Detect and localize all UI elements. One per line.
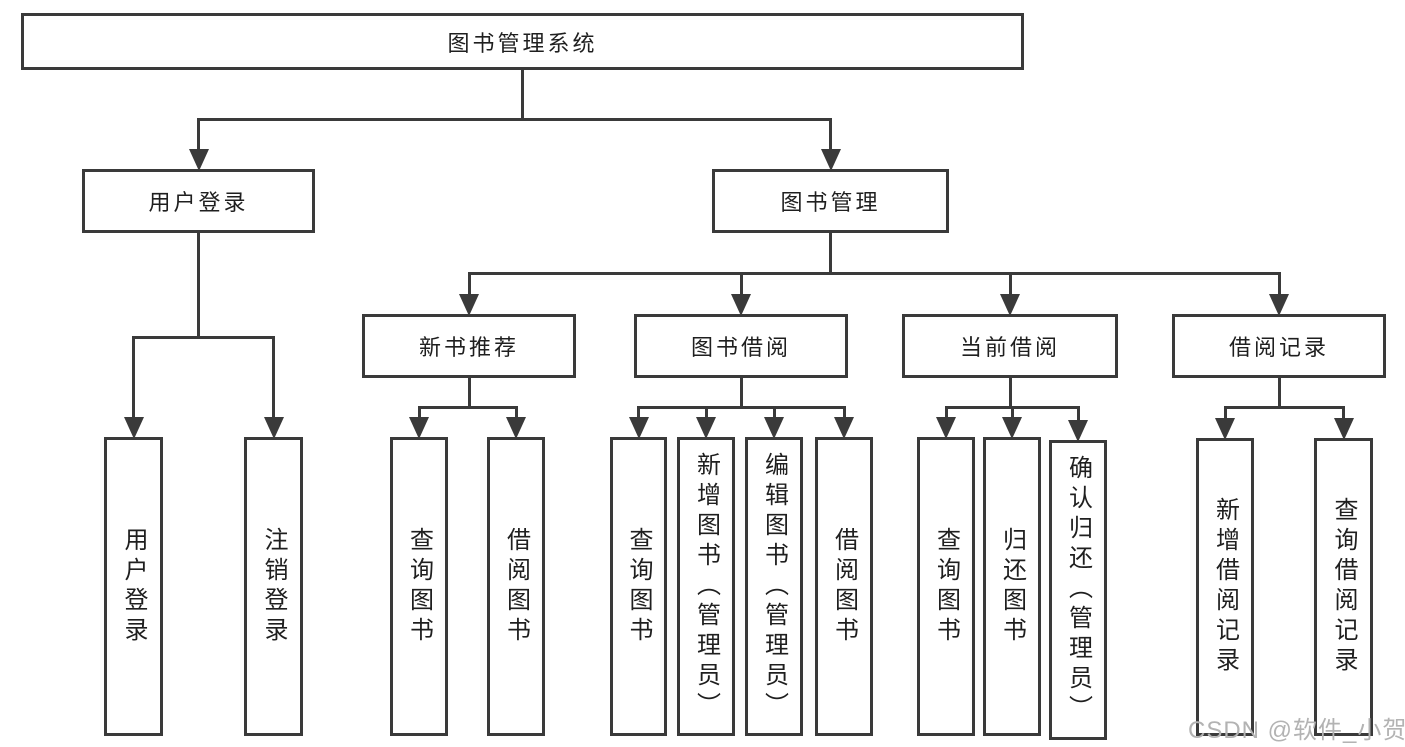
arrow-down-icon (936, 417, 956, 439)
connector-line (1223, 407, 1227, 420)
node-edit-book-admin: 编辑图书（管理员） (745, 437, 803, 736)
connector-line (739, 378, 743, 409)
node-label-user-login: 用户登录 (148, 190, 249, 215)
node-login-leaf: 用户登录 (104, 437, 163, 736)
connector-line (1010, 407, 1014, 419)
watermark: CSDN @软件_小贺同学 (1188, 717, 1405, 744)
connector-line (467, 378, 471, 409)
connector-line (944, 407, 948, 419)
arrow-down-icon (628, 417, 649, 439)
connector-line (1342, 407, 1345, 420)
node-label-query-book-current: 查询图书 (932, 526, 960, 647)
arrow-down-icon (188, 149, 209, 171)
connector-line (842, 407, 846, 419)
arrow-down-icon (1269, 294, 1289, 316)
arrow-down-icon (1068, 420, 1088, 442)
connector-line (637, 407, 640, 419)
node-return-book: 归还图书 (983, 437, 1041, 736)
connector-line (637, 405, 846, 409)
connector-line (1277, 378, 1281, 409)
node-root: 图书管理系统 (21, 13, 1024, 70)
arrow-down-icon (1000, 294, 1020, 316)
node-borrow-records: 借阅记录 (1172, 314, 1386, 378)
node-label-borrow-records: 借阅记录 (1228, 335, 1329, 360)
node-label-confirm-return-admin: 确认归还（管理员） (1064, 455, 1092, 725)
node-label-book-management: 图书管理 (780, 190, 881, 215)
node-label-edit-book-admin: 编辑图书（管理员） (760, 451, 788, 722)
node-book-management: 图书管理 (712, 169, 949, 233)
connector-line (521, 70, 524, 121)
node-label-query-borrow-record: 查询借阅记录 (1330, 497, 1357, 677)
connector-line (417, 405, 518, 409)
connector-line (514, 407, 518, 419)
node-label-return-book: 归还图书 (998, 526, 1026, 647)
arrow-down-icon (834, 417, 854, 439)
arrow-down-icon (764, 417, 784, 439)
node-query-book-borrow: 查询图书 (610, 437, 667, 736)
node-query-borrow-record: 查询借阅记录 (1314, 438, 1373, 736)
arrow-down-icon (409, 417, 429, 439)
connector-line (829, 119, 832, 151)
connector-line (272, 337, 275, 419)
node-label-login-leaf: 用户登录 (120, 526, 147, 647)
node-label-current-borrow: 当前借阅 (959, 335, 1060, 360)
node-logout-leaf: 注销登录 (244, 437, 303, 736)
connector-line (197, 117, 832, 121)
arrow-down-icon (123, 417, 144, 439)
node-borrow-book-leaf: 借阅图书 (815, 437, 873, 736)
arrow-down-icon (1002, 417, 1022, 439)
connector-line (197, 233, 200, 339)
arrow-down-icon (459, 294, 479, 316)
node-borrow-book-recommend: 借阅图书 (487, 437, 545, 736)
connector-line (772, 407, 776, 419)
arrow-down-icon (731, 294, 751, 316)
arrow-down-icon (696, 417, 716, 439)
node-label-query-book-recommend: 查询图书 (405, 526, 433, 647)
connector-line (132, 335, 275, 339)
connector-line (197, 119, 200, 151)
connector-line (417, 407, 421, 419)
arrow-down-icon (1215, 418, 1235, 440)
node-label-add-borrow-record: 新增借阅记录 (1211, 497, 1239, 677)
node-label-logout-leaf: 注销登录 (260, 526, 287, 647)
node-add-borrow-record: 新增借阅记录 (1196, 438, 1254, 736)
node-label-borrow-book-leaf: 借阅图书 (830, 526, 858, 647)
node-current-borrow: 当前借阅 (902, 314, 1118, 378)
connector-line (1076, 407, 1080, 422)
node-query-book-recommend: 查询图书 (390, 437, 448, 736)
node-label-query-book-borrow: 查询图书 (625, 526, 652, 647)
node-query-book-current: 查询图书 (917, 437, 975, 736)
connector-line (1223, 405, 1345, 409)
connector-line (1008, 273, 1012, 296)
connector-line (829, 233, 832, 275)
node-label-new-book-recommend: 新书推荐 (418, 335, 519, 360)
node-user-login: 用户登录 (82, 169, 315, 233)
node-label-root: 图书管理系统 (447, 30, 598, 56)
connector-line (1277, 273, 1281, 296)
arrow-down-icon (263, 417, 284, 439)
node-label-book-borrow: 图书借阅 (690, 335, 791, 360)
node-book-borrow: 图书借阅 (634, 314, 848, 378)
node-add-book-admin: 新增图书（管理员） (677, 437, 735, 736)
node-label-add-book-admin: 新增图书（管理员） (692, 451, 720, 722)
connector-line (704, 407, 708, 419)
connector-line (467, 271, 1281, 275)
connector-line (132, 337, 135, 419)
arrow-down-icon (820, 149, 841, 171)
connector-line (739, 273, 743, 296)
node-new-book-recommend: 新书推荐 (362, 314, 576, 378)
connector-line (1008, 378, 1012, 409)
connector-line (467, 273, 471, 296)
arrow-down-icon (506, 417, 526, 439)
arrow-down-icon (1333, 418, 1354, 440)
node-confirm-return-admin: 确认归还（管理员） (1049, 440, 1107, 740)
node-label-borrow-book-recommend: 借阅图书 (502, 526, 530, 647)
